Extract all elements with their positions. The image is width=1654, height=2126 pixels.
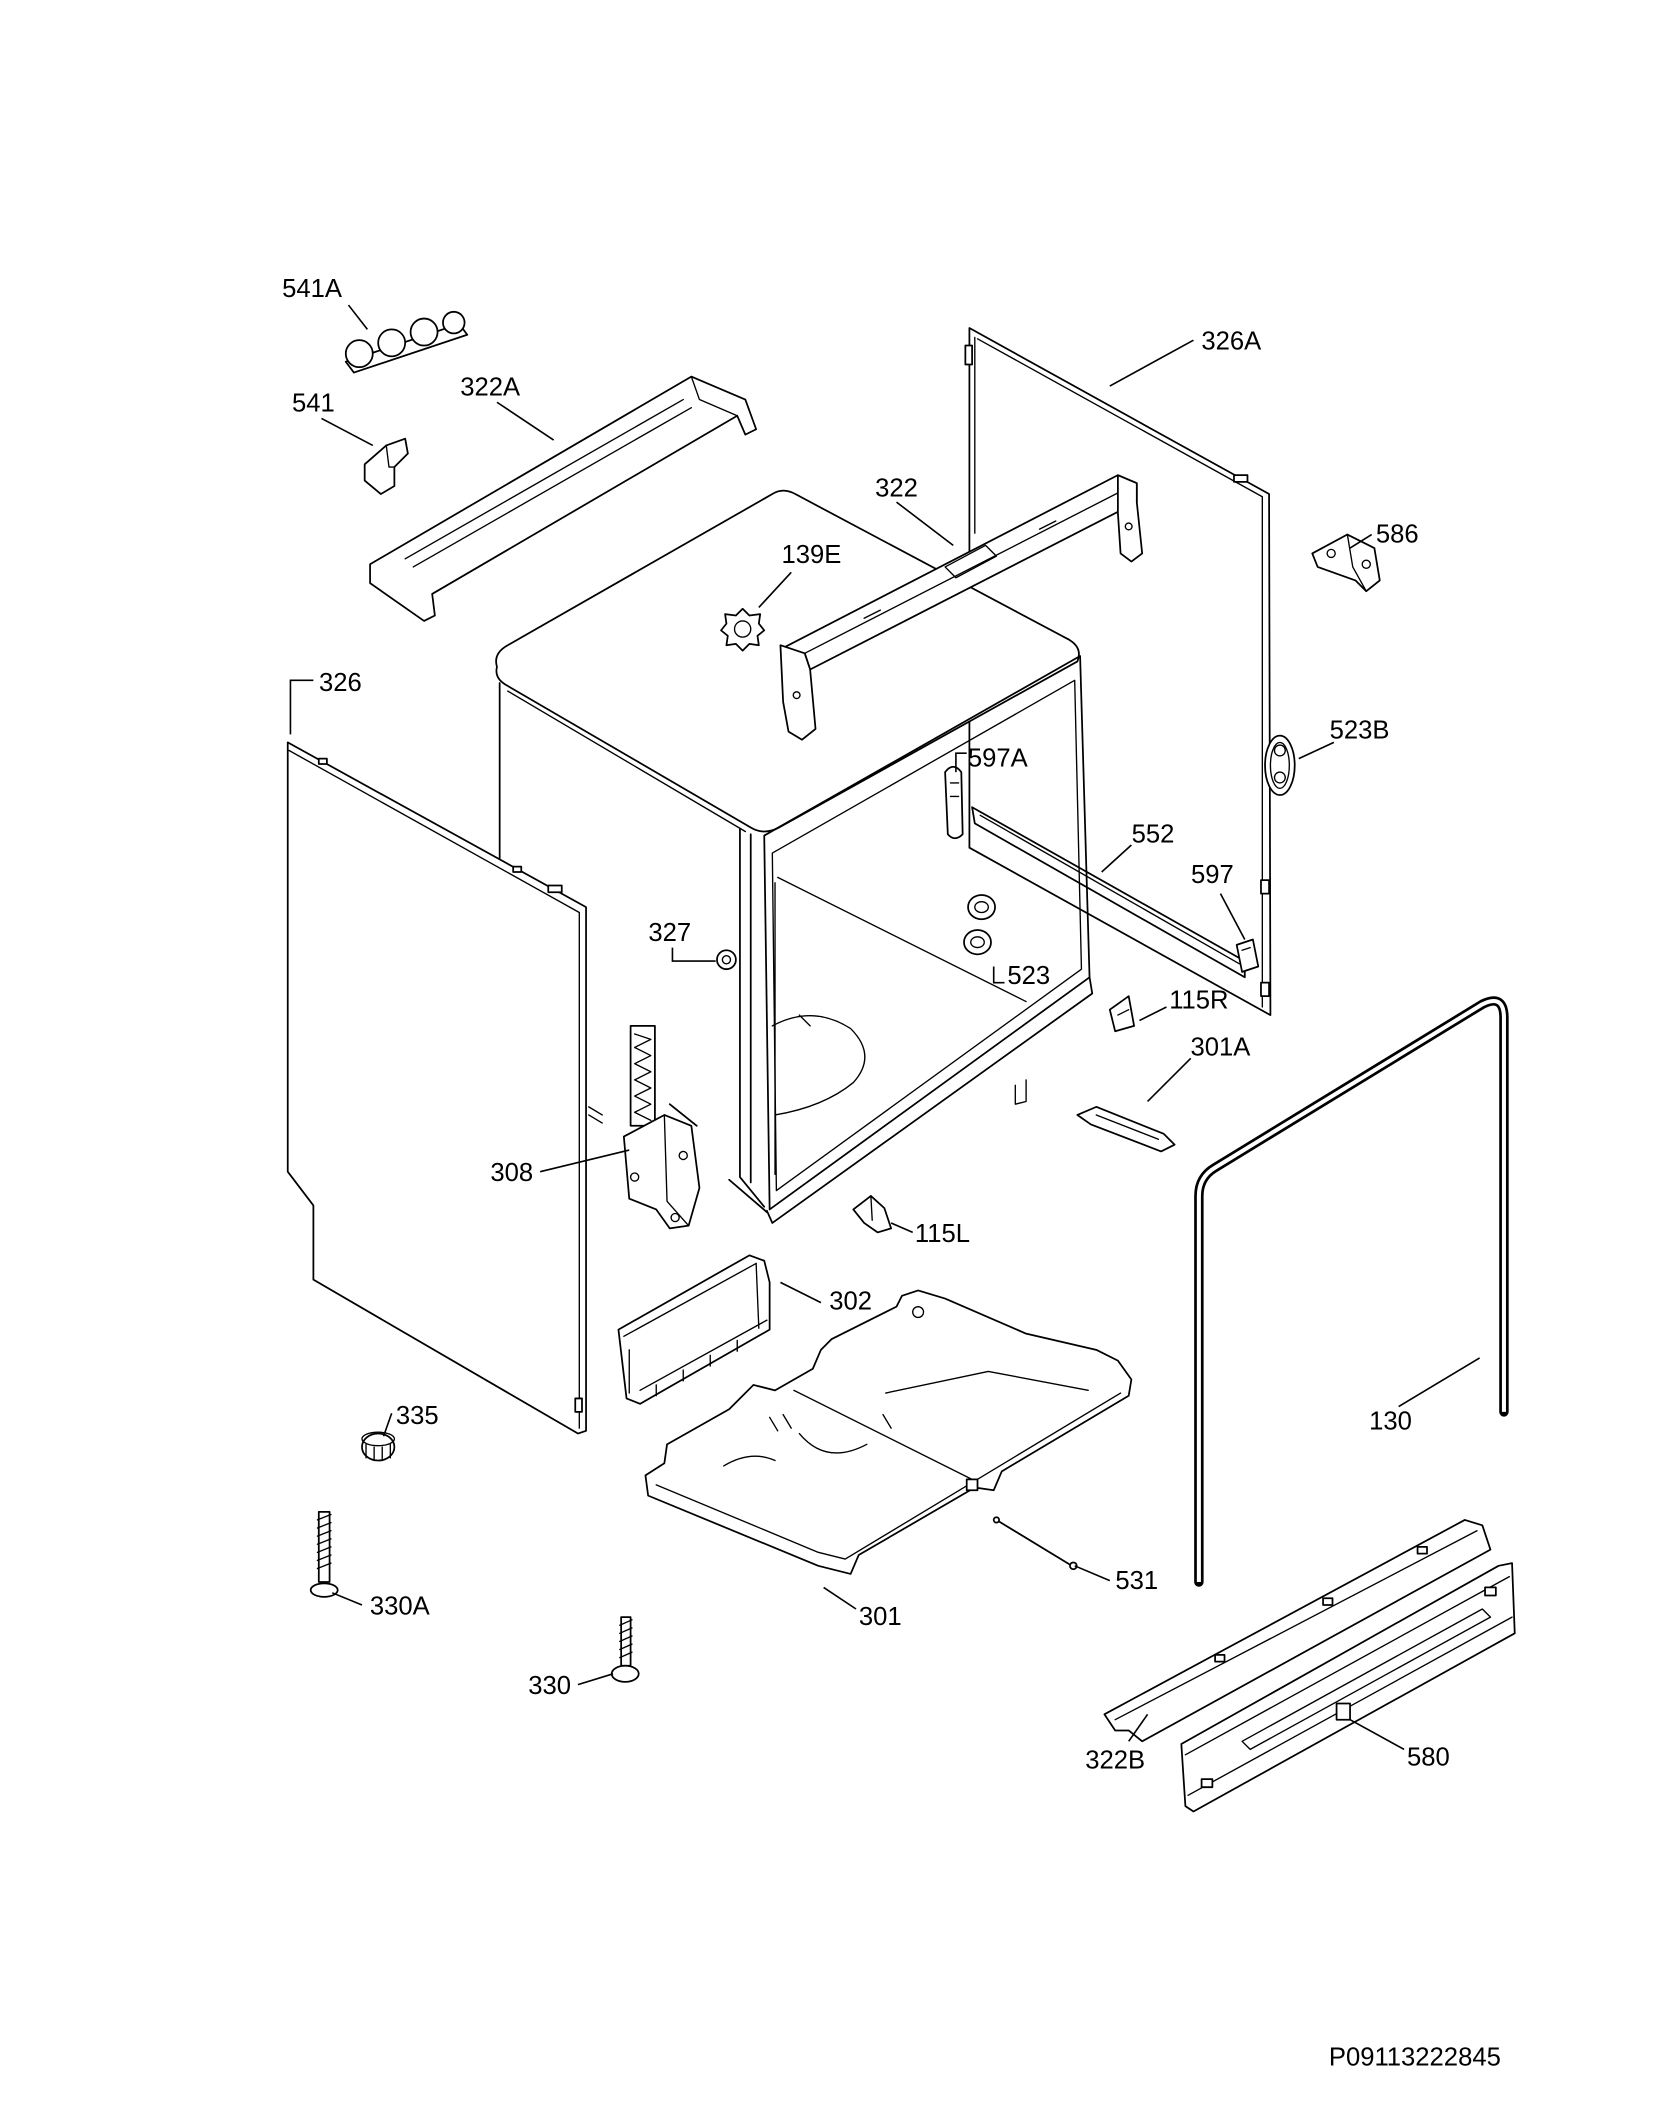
callout-302: 302 (829, 1287, 872, 1315)
part-523B-grommet (1264, 734, 1296, 796)
callout-330: 330 (528, 1672, 571, 1700)
part-326-left-side-panel (286, 741, 587, 1435)
callout-326: 326 (319, 669, 362, 697)
leader-322B (1128, 1713, 1149, 1742)
callout-523: 523 (1007, 962, 1050, 990)
part-330-screw (610, 1616, 640, 1683)
leader-597 (1219, 893, 1246, 940)
leader-531 (1074, 1565, 1111, 1582)
callout-labels: 541A 541 322A 326A 322 586 139E 326 523B… (282, 275, 1450, 1774)
drawing-code: P09113222845 (1329, 2043, 1501, 2071)
callout-523B: 523B (1330, 716, 1390, 744)
part-531-rod (992, 1516, 1078, 1571)
part-330A-screw (309, 1510, 339, 1598)
leader-523B (1298, 741, 1335, 760)
part-597A-strip (944, 765, 964, 840)
leader-301 (823, 1586, 857, 1610)
leader-330 (577, 1673, 614, 1686)
callout-301A: 301A (1191, 1034, 1252, 1062)
part-541-clip (363, 437, 409, 495)
part-301-base-tray (644, 1289, 1133, 1575)
leader-597A (955, 752, 967, 773)
callout-541: 541 (292, 390, 335, 418)
callout-115L: 115L (915, 1220, 970, 1248)
leader-lines (289, 304, 1481, 1751)
callout-335: 335 (396, 1402, 439, 1430)
leader-541A (347, 304, 369, 330)
callout-541A: 541A (282, 275, 343, 303)
leader-541 (321, 417, 374, 447)
part-115L-bracket (852, 1195, 892, 1234)
callout-330A: 330A (370, 1592, 431, 1620)
part-327-knob (716, 949, 737, 971)
part-586-bracket (1311, 533, 1381, 593)
callout-531: 531 (1115, 1567, 1158, 1595)
leader-139E (758, 571, 792, 608)
part-541A-clip (344, 310, 469, 374)
part-130-door-seal (1194, 996, 1509, 1587)
callout-322: 322 (875, 475, 918, 503)
leader-330A (331, 1592, 363, 1606)
part-139E-fitting (720, 607, 766, 652)
part-322-crossbar (779, 474, 1144, 741)
callout-597A: 597A (968, 745, 1029, 773)
callout-130: 130 (1369, 1407, 1412, 1435)
part-580-rail (1180, 1562, 1516, 1813)
leader-326A (1109, 339, 1194, 387)
part-322B-strip (1103, 1519, 1492, 1743)
leader-322 (896, 501, 954, 546)
part-308-hinge (622, 1025, 701, 1230)
leader-586 (1349, 533, 1373, 549)
callout-597: 597 (1191, 861, 1234, 889)
leader-322A (496, 401, 555, 441)
leader-552 (1101, 844, 1132, 873)
part-597-clip (1235, 938, 1260, 973)
leader-335 (382, 1413, 393, 1437)
part-335-nut (361, 1431, 396, 1462)
leader-580 (1349, 1718, 1405, 1751)
callout-586: 586 (1376, 521, 1419, 549)
callout-308: 308 (490, 1159, 533, 1187)
callout-552: 552 (1132, 820, 1175, 848)
part-301A-bar (1076, 1105, 1176, 1153)
part-552-rail (971, 806, 1246, 979)
callout-326A: 326A (1201, 328, 1262, 356)
leader-302 (780, 1281, 822, 1304)
part-302-frame (617, 1254, 771, 1405)
leader-115L (890, 1222, 914, 1234)
part-322A-bracket (369, 375, 758, 622)
part-523-ports (963, 894, 996, 956)
callout-580: 580 (1407, 1744, 1450, 1772)
callout-322B: 322B (1085, 1746, 1145, 1774)
leader-130 (1398, 1357, 1481, 1408)
leader-308 (539, 1149, 630, 1173)
callout-322A: 322A (460, 374, 521, 402)
leader-115R (1139, 1006, 1167, 1022)
leader-523 (992, 966, 1005, 984)
callout-301: 301 (859, 1603, 902, 1631)
callout-327: 327 (648, 919, 691, 947)
leader-327 (671, 947, 716, 962)
leader-326 (289, 679, 314, 735)
callout-115R: 115R (1169, 986, 1228, 1014)
callout-139E: 139E (782, 541, 842, 569)
part-115R-bracket (1108, 995, 1135, 1033)
leader-301A (1147, 1057, 1192, 1103)
